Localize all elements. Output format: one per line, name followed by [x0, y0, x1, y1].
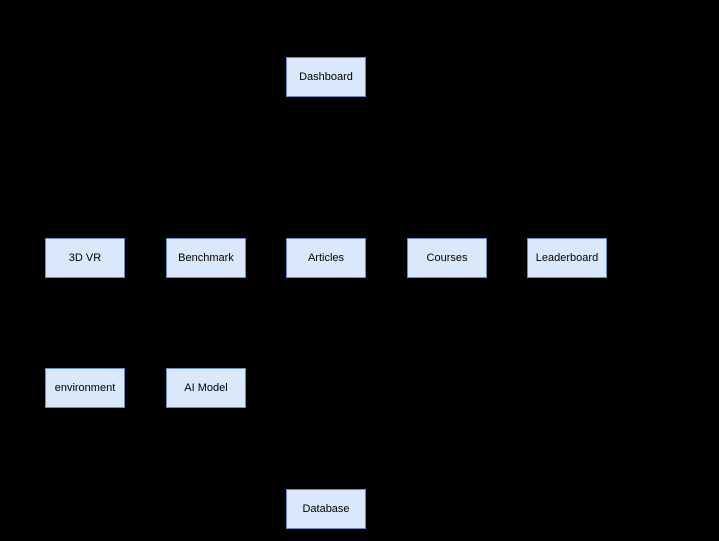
node-benchmark[interactable]: Benchmark: [166, 238, 246, 278]
node-courses[interactable]: Courses: [407, 238, 487, 278]
node-3d-vr[interactable]: 3D VR: [45, 238, 125, 278]
node-environment[interactable]: environment: [45, 368, 125, 408]
node-ai-model[interactable]: AI Model: [166, 368, 246, 408]
node-leaderboard[interactable]: Leaderboard: [527, 238, 607, 278]
node-articles[interactable]: Articles: [286, 238, 366, 278]
node-database[interactable]: Database: [286, 489, 366, 529]
node-dashboard[interactable]: Dashboard: [286, 57, 366, 97]
